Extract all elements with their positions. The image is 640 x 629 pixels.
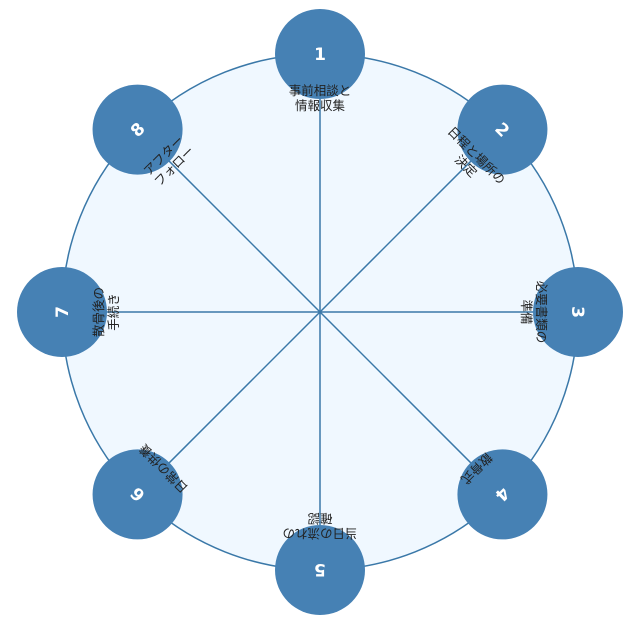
step-circle [92,84,183,175]
step-number: 5 [314,559,326,579]
step-circle [457,449,548,540]
step-circle [92,449,183,540]
step-label: 散骨後の [91,287,106,337]
step-label: 手続き [106,293,121,331]
step-circle [533,267,623,357]
step-label: 確認 [307,511,333,526]
step-number: 1 [314,45,326,65]
step-circle [275,525,365,615]
step-number: 3 [567,306,587,318]
step-circle [17,267,107,357]
step-circle [275,9,365,99]
step-circle [457,84,548,175]
step-label: 事前相談と [289,83,352,98]
step-node: 7 散骨後の手続き [17,267,121,357]
step-label: 必要書類の [534,281,549,344]
step-label: 情報収集 [295,98,346,113]
step-label: 当日の流れの [282,526,357,541]
step-number: 7 [53,306,73,318]
step-label: 準備 [519,299,534,324]
